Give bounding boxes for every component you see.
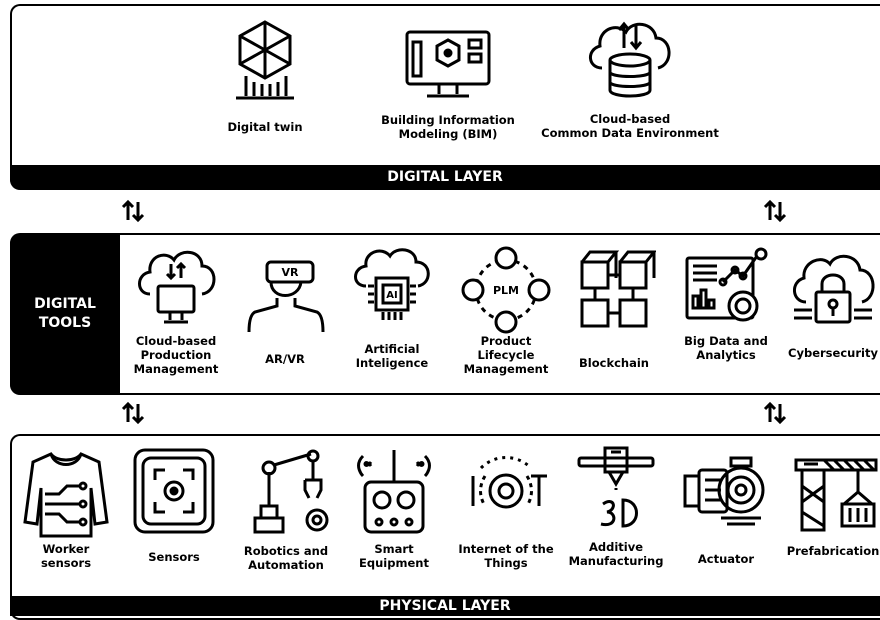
blockchain-item: Blockchain [566,248,662,370]
cybersecurity-item: Cybersecurity [786,248,880,360]
iot-item: Internet of the Things [456,446,556,570]
big-data-item: Big Data and Analytics [676,246,776,362]
cloud-computer-icon [138,250,216,324]
big-data-label: Big Data and Analytics [684,334,768,362]
analytics-icon [685,247,768,322]
digital-twin-icon [236,20,294,100]
robotics-label: Robotics and Automation [243,544,329,572]
up-down-arrow-icon [763,199,787,223]
plm-item: PLM Product Lifecycle Management [458,246,554,376]
additive-label: Additive Manufacturing [568,540,664,568]
bim-icon [405,30,491,98]
cloud-production-item: Cloud-based Production Management [128,246,224,376]
ai-item: AI Artificial Inteligence [344,246,440,370]
vr-headset-icon: VR [247,260,325,333]
sensor-icon [133,448,215,534]
plm-icon-text: PLM [493,284,519,297]
cloud-cde-item: Cloud-based Common Data Environment [540,14,720,140]
svg-text:VR: VR [282,266,300,279]
bim-label: Building Information Modeling (BIM) [381,113,515,141]
cloud-production-label: Cloud-based Production Management [133,334,219,376]
prefabrication-label: Prefabrication [786,544,880,558]
up-down-arrow-icon [121,401,145,425]
ai-label: Artificial Inteligence [355,342,429,370]
digital-twin-label: Digital twin [227,120,303,134]
actuator-label: Actuator [697,552,755,566]
robotics-item: Robotics and Automation [234,446,338,572]
actuator-icon [683,456,765,526]
robot-arm-icon [253,449,329,534]
digital-twin-item: Digital twin [215,18,315,134]
physical-layer-title: PHYSICAL LAYER [10,596,880,616]
remote-controller-icon [357,450,431,534]
smart-equipment-item: Smart Equipment [344,446,444,570]
iot-icon [471,456,547,509]
blockchain-icon [580,250,656,328]
blockchain-label: Blockchain [579,356,649,370]
digital-layer-title: DIGITAL LAYER [10,165,880,189]
crane-icon [794,458,878,532]
sensors-item: Sensors [124,446,224,564]
plm-label: Product Lifecycle Management [463,334,549,376]
up-down-arrow-icon [763,401,787,425]
bim-item: Building Information Modeling (BIM) [378,28,518,141]
arvr-label: AR/VR [265,352,305,366]
prefabrication-item: Prefabrication [786,446,880,558]
worker-sensors-item: Worker sensors [18,448,114,570]
additive-item: Additive Manufacturing [560,444,672,568]
actuator-item: Actuator [676,446,776,566]
sensors-label: Sensors [148,550,200,564]
smart-equipment-label: Smart Equipment [359,542,429,570]
plm-cycle-icon: PLM [461,246,551,334]
up-down-arrow-icon [121,199,145,223]
iot-label: Internet of the Things [458,542,554,570]
ai-chip-icon: AI [354,248,430,320]
arvr-item: VR AR/VR [240,248,330,366]
cybersecurity-label: Cybersecurity [788,346,878,360]
3d-printer-icon [577,446,655,528]
cloud-database-icon [589,21,671,98]
cloud-lock-icon [793,254,875,324]
digital-tools-title: DIGITAL TOOLS [10,234,120,394]
worker-sensors-label: Worker sensors [40,542,92,570]
smart-shirt-icon [23,452,109,538]
cloud-cde-label: Cloud-based Common Data Environment [541,112,719,140]
svg-text:AI: AI [386,290,397,301]
